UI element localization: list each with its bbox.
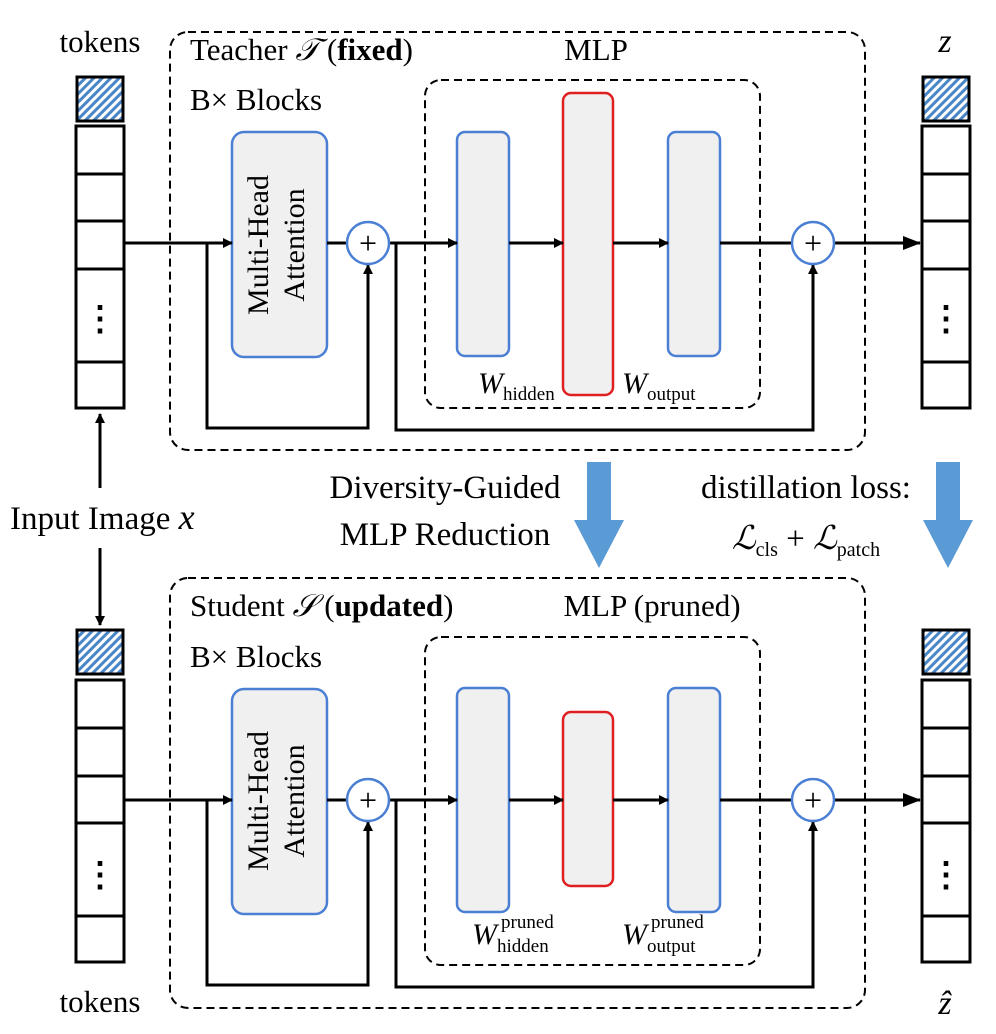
ellipsis: ⋮ [929, 301, 963, 338]
reduction-label-1: Diversity-Guided [330, 470, 561, 506]
student-frame [169, 577, 866, 1009]
student-mlp-hidden-layer [561, 710, 615, 888]
student-w-output-label: Woutput [622, 918, 696, 957]
teacher-w-hidden-box [455, 130, 511, 358]
student-mlp-label: MLP (pruned) [563, 588, 740, 623]
teacher-residual-1 [205, 243, 373, 430]
ellipsis: ⋮ [929, 857, 963, 894]
output-z-hat-label: ẑ [937, 985, 952, 1022]
ellipsis: ⋮ [83, 857, 117, 894]
ellipsis: ⋮ [83, 301, 117, 338]
teacher-w-output-box [666, 130, 722, 358]
token-stack [920, 124, 972, 410]
student-add-plus-2: + [804, 782, 822, 818]
distillation-loss: distillation loss: ℒcls + ℒpatch [701, 462, 973, 568]
teacher-frame [169, 31, 866, 451]
teacher-add-plus-2: + [804, 225, 822, 261]
mlp-reduction: Diversity-Guided MLP Reduction [330, 462, 624, 568]
cls-token [75, 75, 125, 123]
student-w-output-box [666, 686, 722, 914]
student-add-node-1 [345, 777, 391, 823]
reduction-down-arrow-icon [574, 462, 624, 568]
cls-token [75, 628, 125, 676]
tokens-top-label: tokens [60, 24, 141, 59]
teacher-block: Teacher 𝒯 (fixed) B× Blocks MLP Multi-He… [125, 31, 921, 451]
token-stack [74, 124, 126, 410]
teacher-blocks-label: B× Blocks [190, 82, 322, 117]
student-w-hidden-label: Whidden [472, 918, 549, 957]
tokens-bottom-label: tokens [60, 984, 141, 1019]
teacher-attention-label-1: Multi-Head [242, 175, 275, 315]
student-attention-label-1: Multi-Head [242, 731, 275, 871]
teacher-add-plus-1: + [359, 225, 377, 261]
token-stack [74, 678, 126, 964]
reduction-label-2: MLP Reduction [340, 517, 551, 553]
teacher-mlp-label: MLP [564, 32, 628, 67]
loss-label: distillation loss: [701, 470, 911, 506]
student-blocks-label: B× Blocks [190, 639, 322, 674]
teacher-w-output-label: Woutput [622, 367, 696, 405]
teacher-add-node-1 [345, 220, 391, 266]
student-add-plus-1: + [359, 782, 377, 818]
student-w-hidden-box [455, 686, 511, 914]
distillation-down-arrow-icon [923, 462, 973, 568]
loss-formula: ℒcls + ℒpatch [732, 521, 880, 561]
cls-token [921, 628, 971, 676]
student-w-hidden-sup: pruned [501, 912, 554, 933]
input-image-label: Input Image x [10, 497, 195, 537]
teacher-label: Teacher 𝒯 (fixed) [190, 32, 413, 67]
output-z-label: z [937, 23, 951, 60]
input-image: Input Image x [10, 413, 195, 626]
output-tokens-bottom: ⋮ ẑ [920, 628, 972, 1022]
output-tokens-top: z ⋮ [920, 23, 972, 410]
student-block: Student 𝒮 (updated) B× Blocks MLP (prune… [125, 577, 921, 1009]
student-label: Student 𝒮 (updated) [190, 588, 453, 623]
student-residual-1 [205, 800, 373, 987]
input-tokens-bottom: ⋮ tokens [60, 628, 141, 1019]
input-tokens-top: tokens ⋮ [60, 24, 141, 410]
teacher-w-hidden-label: Whidden [478, 367, 555, 405]
student-w-output-sup: pruned [651, 912, 704, 933]
teacher-mlp-hidden-layer [561, 91, 615, 397]
teacher-add-node-2 [790, 220, 836, 266]
teacher-attention-label-2: Attention [278, 188, 311, 301]
token-stack [920, 678, 972, 964]
student-attention-label-2: Attention [278, 744, 311, 857]
student-residual-2 [394, 800, 818, 989]
teacher-residual-2 [394, 243, 818, 432]
cls-token [921, 75, 971, 123]
student-add-node-2 [790, 777, 836, 823]
